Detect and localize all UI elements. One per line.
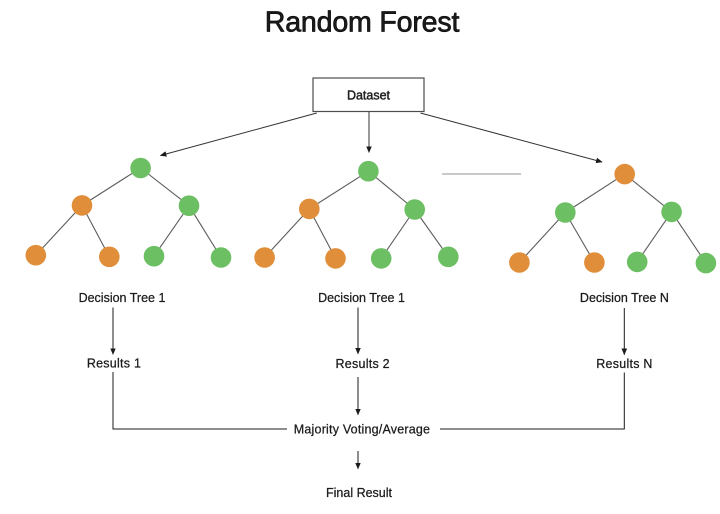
svg-text:Random Forest: Random Forest bbox=[265, 7, 460, 39]
svg-text:Majority Voting/Average: Majority Voting/Average bbox=[294, 423, 430, 437]
svg-text:Decision Tree 1: Decision Tree 1 bbox=[318, 291, 405, 305]
svg-text:Final Result: Final Result bbox=[326, 486, 393, 500]
svg-text:Results 1: Results 1 bbox=[87, 357, 141, 371]
svg-text:Decision Tree 1: Decision Tree 1 bbox=[79, 291, 166, 305]
svg-text:Decision Tree N: Decision Tree N bbox=[580, 291, 669, 305]
svg-text:Dataset: Dataset bbox=[347, 89, 391, 103]
svg-text:Results 2: Results 2 bbox=[336, 357, 390, 371]
svg-text:Results N: Results N bbox=[596, 357, 652, 371]
